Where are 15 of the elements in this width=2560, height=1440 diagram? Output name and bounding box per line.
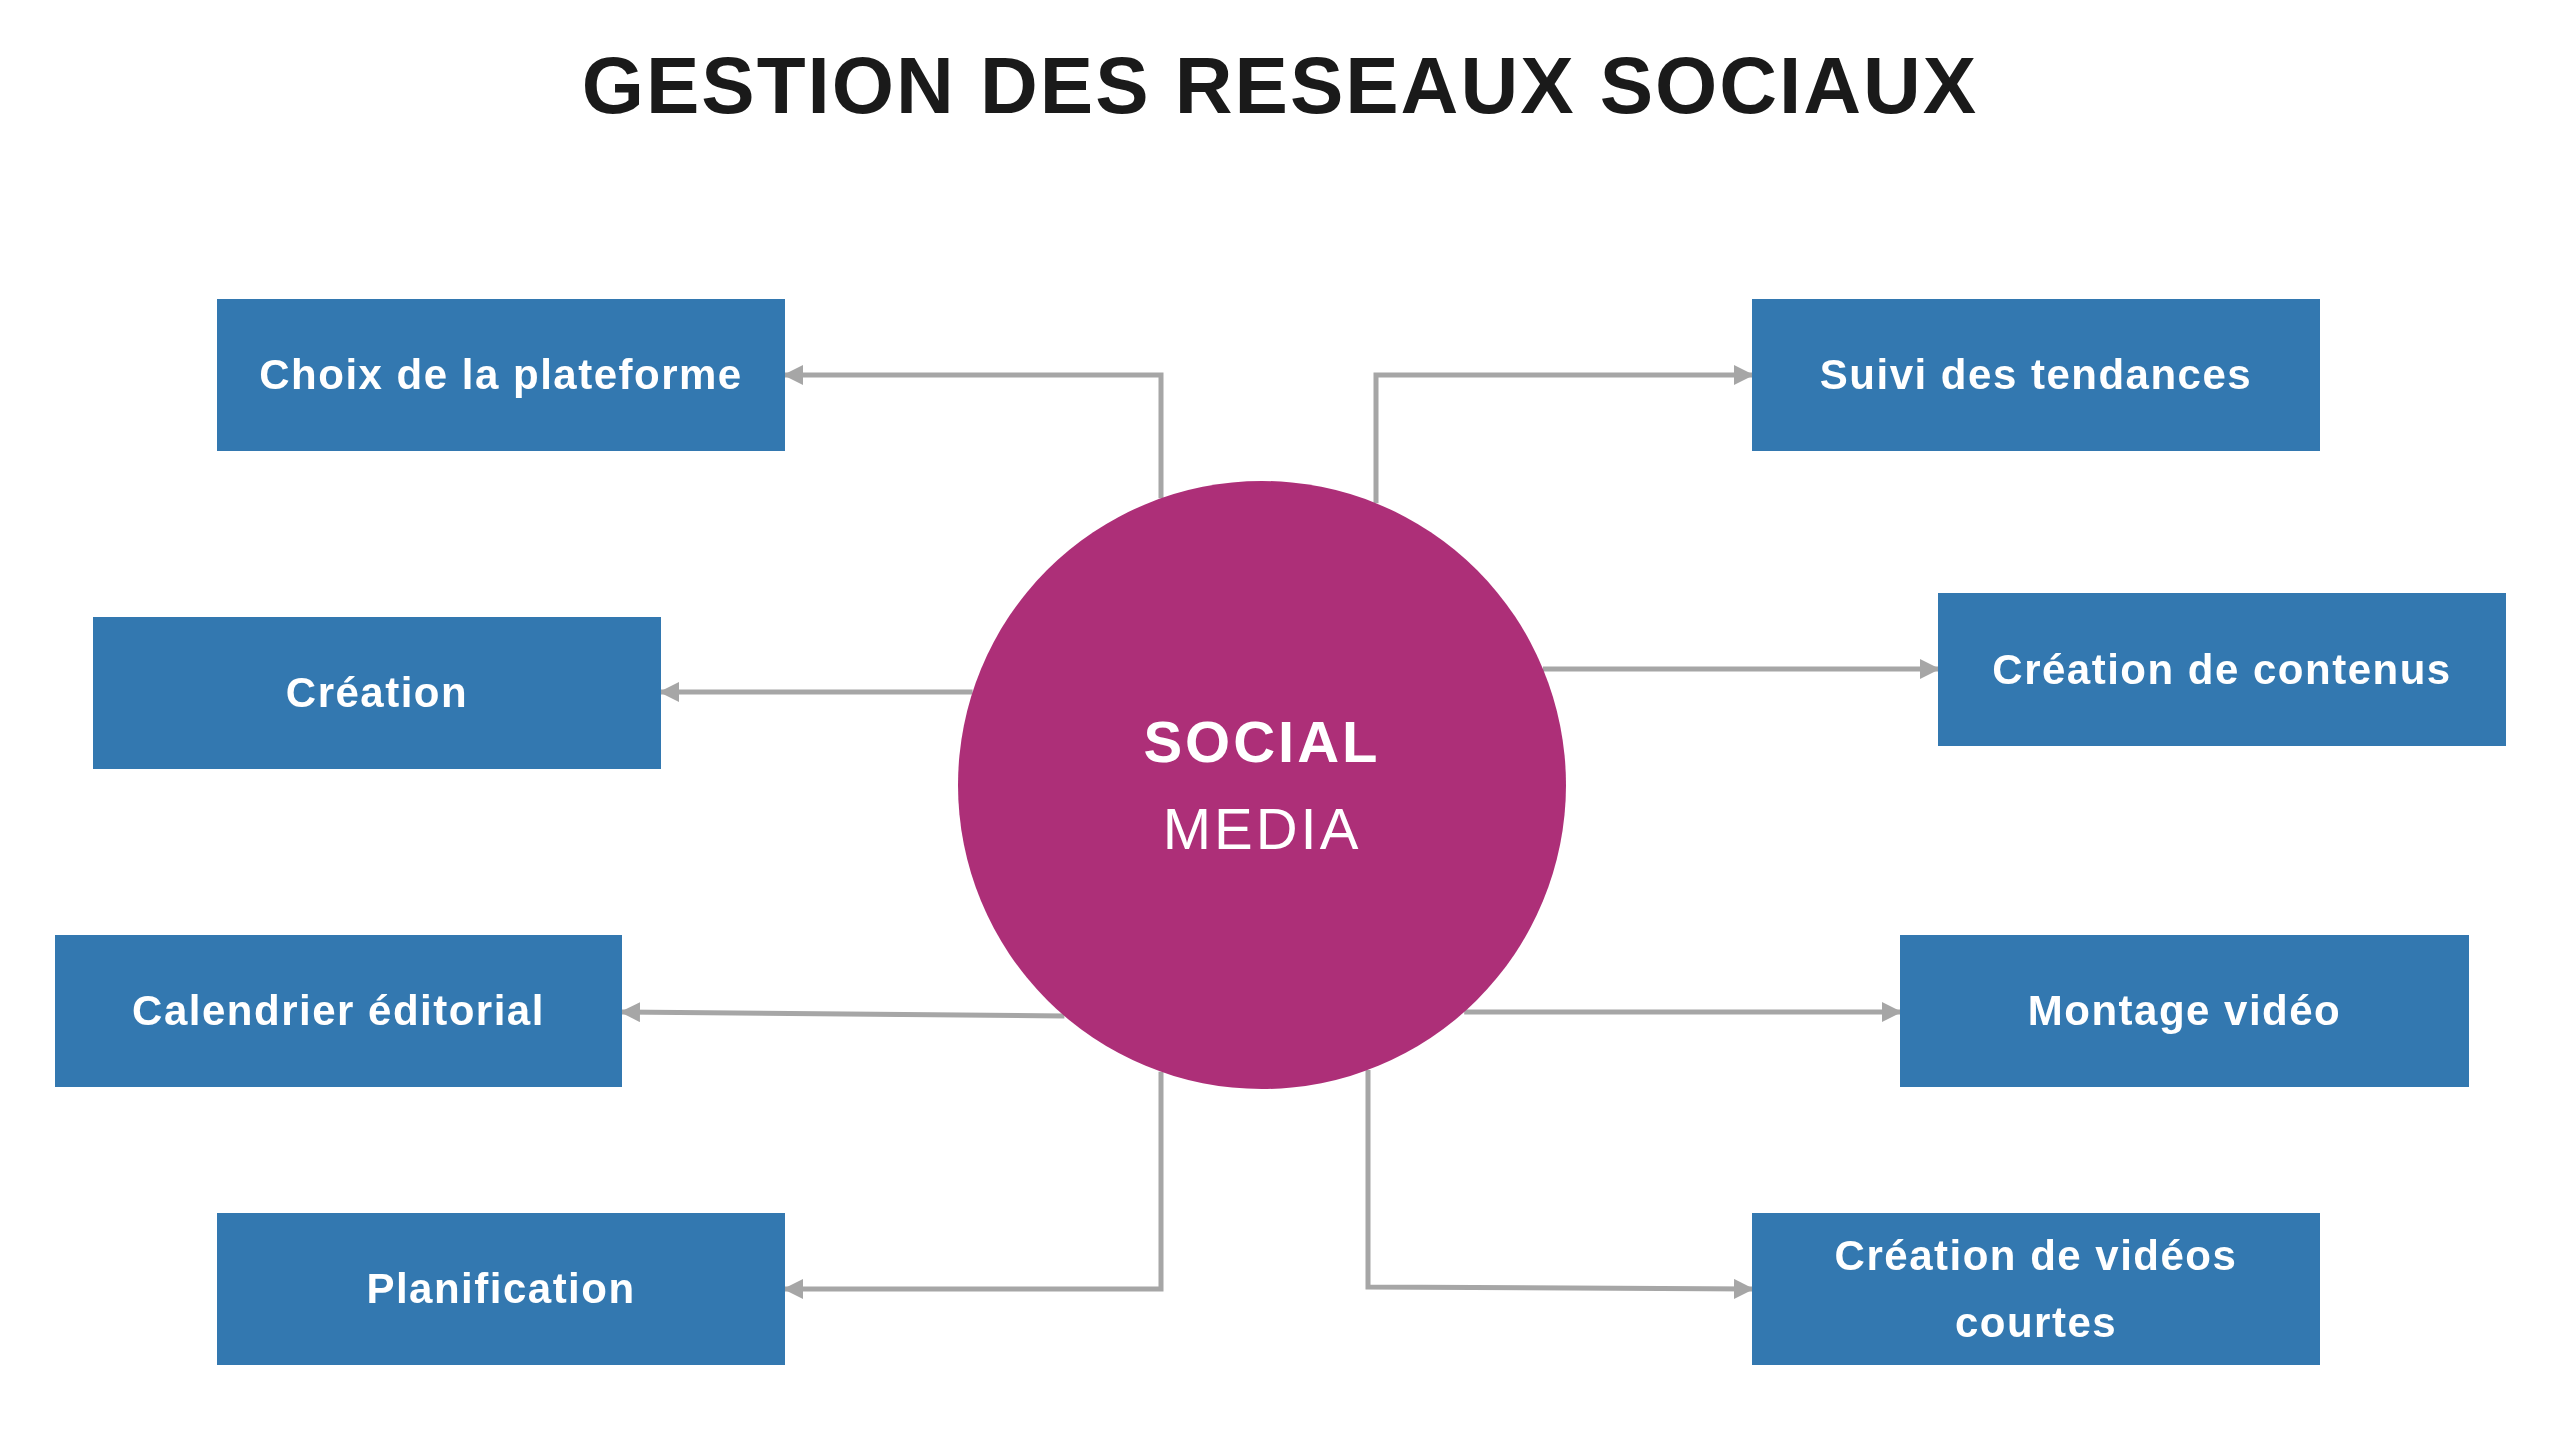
topic-box: Planification bbox=[217, 1213, 785, 1365]
arrow bbox=[1464, 1002, 1902, 1022]
topic-box: Calendrier éditorial bbox=[55, 935, 622, 1087]
diagram-title: GESTION DES RESEAUX SOCIAUX bbox=[580, 40, 1980, 132]
arrow bbox=[1373, 365, 1754, 504]
circle-label: SOCIAL bbox=[1143, 708, 1381, 776]
circle-label: MEDIA bbox=[1162, 795, 1362, 863]
topic-box: Montage vidéo bbox=[1900, 935, 2469, 1087]
topic-box: Choix de la plateforme bbox=[217, 299, 785, 451]
topic-box: Création de vidéos courtes bbox=[1752, 1213, 2320, 1365]
topic-box: Suivi des tendances bbox=[1752, 299, 2320, 451]
topic-box: Création de contenus bbox=[1938, 593, 2506, 746]
arrow bbox=[1365, 1069, 1754, 1299]
arrow bbox=[1543, 659, 1940, 679]
topic-box: Création bbox=[93, 617, 661, 769]
